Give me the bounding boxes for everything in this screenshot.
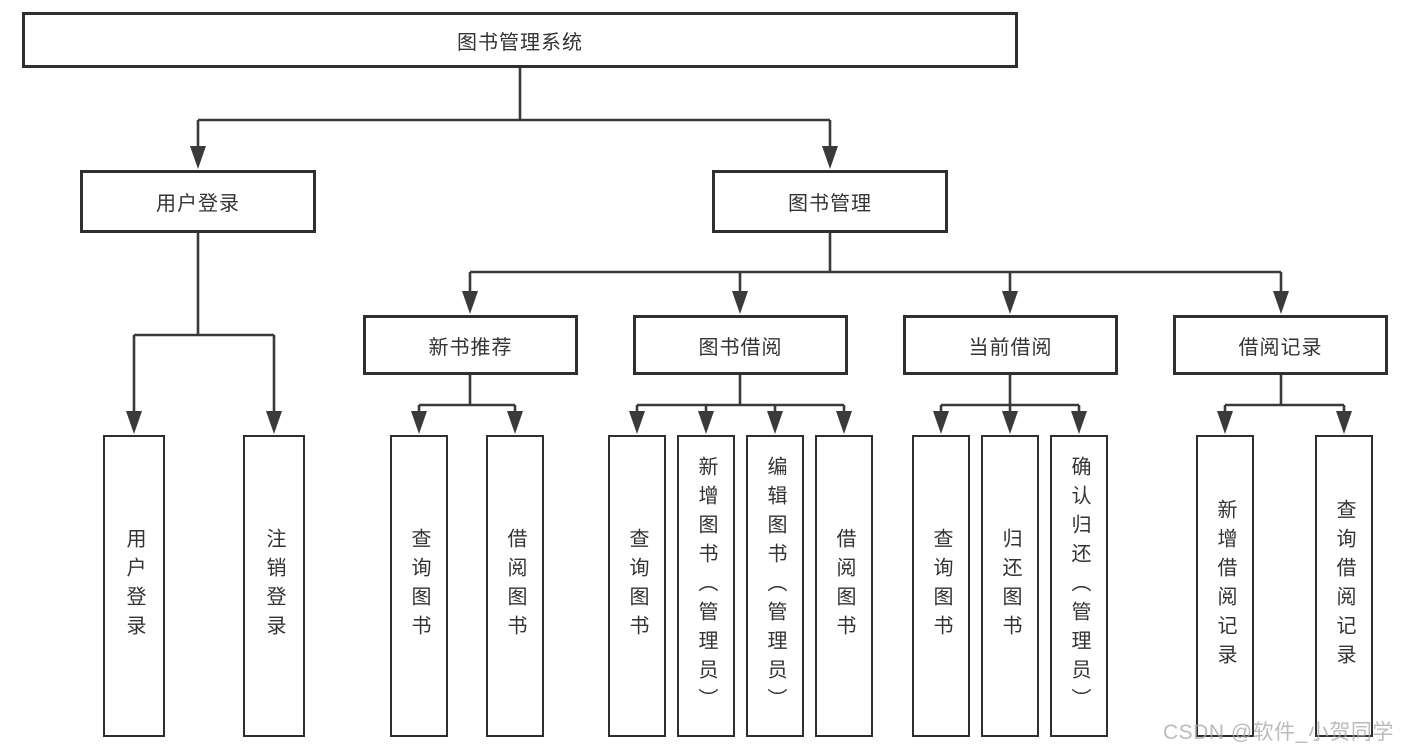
node-book-borrow: 图书借阅: [633, 315, 848, 375]
leaf-newbook-query-books-label: 查询图书: [408, 528, 430, 644]
node-book-borrow-label: 图书借阅: [698, 336, 783, 359]
node-borrow-records: 借阅记录: [1173, 315, 1388, 375]
node-root-label: 图书管理系统: [457, 31, 583, 54]
leaf-query-borrow-record: 查询借阅记录: [1315, 435, 1373, 737]
leaf-query-borrow-record-label: 查询借阅记录: [1333, 499, 1355, 673]
leaf-newbook-borrow-books-label: 借阅图书: [504, 528, 526, 644]
leaf-edit-books-admin-label: 编辑图书（管理员）: [764, 455, 786, 717]
leaf-borrow-books: 借阅图书: [815, 435, 873, 737]
leaf-return-books-label: 归还图书: [999, 528, 1021, 644]
leaf-edit-books-admin: 编辑图书（管理员）: [746, 435, 804, 737]
leaf-add-borrow-record: 新增借阅记录: [1196, 435, 1254, 737]
leaf-newbook-query-books: 查询图书: [390, 435, 448, 737]
node-user-login-label: 用户登录: [156, 193, 240, 215]
edge-new-book-to-leaves: [411, 375, 523, 434]
node-book-management: 图书管理: [712, 170, 948, 233]
node-book-management-label: 图书管理: [788, 193, 872, 215]
leaf-borrow-query-books-label: 查询图书: [626, 528, 648, 644]
node-current-borrow: 当前借阅: [903, 315, 1118, 375]
edge-book-management-to-level3: [462, 233, 1289, 314]
leaf-add-books-admin-label: 新增图书（管理员）: [695, 455, 717, 717]
edge-root-to-level2: [190, 68, 838, 169]
leaf-newbook-borrow-books: 借阅图书: [486, 435, 544, 737]
leaf-current-query-books-label: 查询图书: [930, 528, 952, 644]
node-borrow-records-label: 借阅记录: [1238, 336, 1323, 359]
leaf-logout: 注销登录: [243, 435, 305, 737]
watermark-text: CSDN @软件_小贺同学: [1163, 721, 1394, 744]
leaf-current-query-books: 查询图书: [912, 435, 970, 737]
node-new-book-recommend: 新书推荐: [363, 315, 578, 375]
leaf-logout-label: 注销登录: [263, 528, 285, 644]
leaf-user-login-label: 用户登录: [123, 528, 145, 644]
node-new-book-recommend-label: 新书推荐: [428, 336, 513, 359]
node-user-login: 用户登录: [80, 170, 316, 233]
leaf-user-login: 用户登录: [103, 435, 165, 737]
leaf-confirm-return-admin-label: 确认归还（管理员）: [1068, 455, 1090, 717]
edge-book-borrow-to-leaves: [629, 375, 852, 434]
node-root-system: 图书管理系统: [22, 12, 1018, 68]
node-current-borrow-label: 当前借阅: [968, 336, 1053, 359]
leaf-confirm-return-admin: 确认归还（管理员）: [1050, 435, 1108, 737]
leaf-borrow-query-books: 查询图书: [608, 435, 666, 737]
edge-current-borrow-to-leaves: [933, 375, 1087, 434]
leaf-add-borrow-record-label: 新增借阅记录: [1214, 499, 1236, 673]
leaf-return-books: 归还图书: [981, 435, 1039, 737]
edge-borrow-records-to-leaves: [1217, 375, 1352, 434]
leaf-borrow-books-label: 借阅图书: [833, 528, 855, 644]
leaf-add-books-admin: 新增图书（管理员）: [677, 435, 735, 737]
edge-user-login-to-leaves: [126, 233, 282, 434]
